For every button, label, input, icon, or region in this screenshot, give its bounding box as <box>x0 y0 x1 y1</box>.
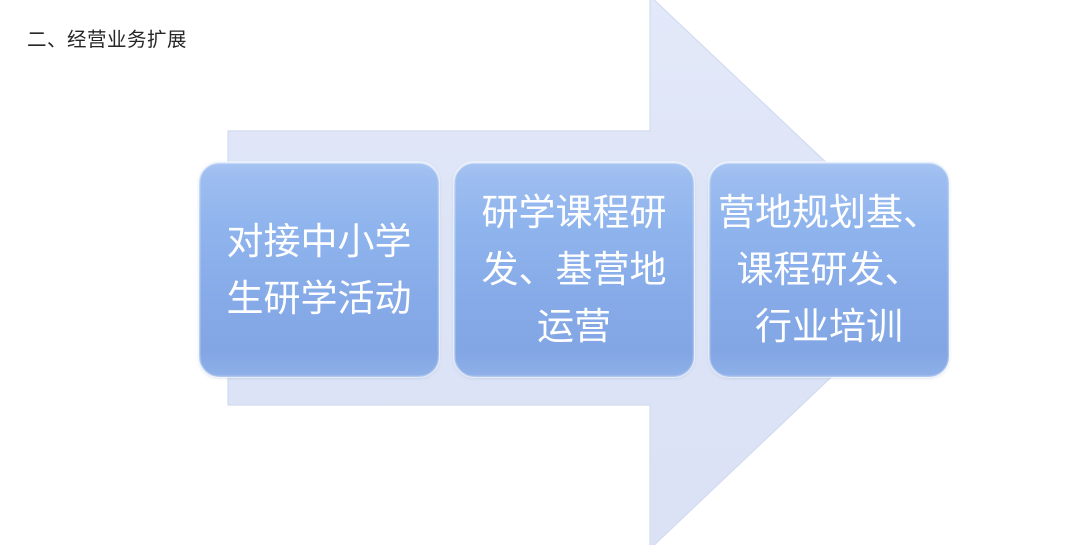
process-box-3-label: 营地规划基、 课程研发、 行业培训 <box>718 192 940 347</box>
process-box-2-label: 研学课程研 发、基营地 运营 <box>481 192 667 347</box>
process-box-1-label: 对接中小学 生研学活动 <box>226 220 412 319</box>
process-box-3[interactable]: 营地规划基、 课程研发、 行业培训 <box>708 161 950 378</box>
process-box-1[interactable]: 对接中小学 生研学活动 <box>198 161 440 378</box>
page-title: 二、经营业务扩展 <box>27 29 188 51</box>
process-box-2[interactable]: 研学课程研 发、基营地 运营 <box>453 161 695 378</box>
process-box-row: 对接中小学 生研学活动 研学课程研 发、基营地 运营 营地规划基、 课程研发、 … <box>198 161 950 378</box>
